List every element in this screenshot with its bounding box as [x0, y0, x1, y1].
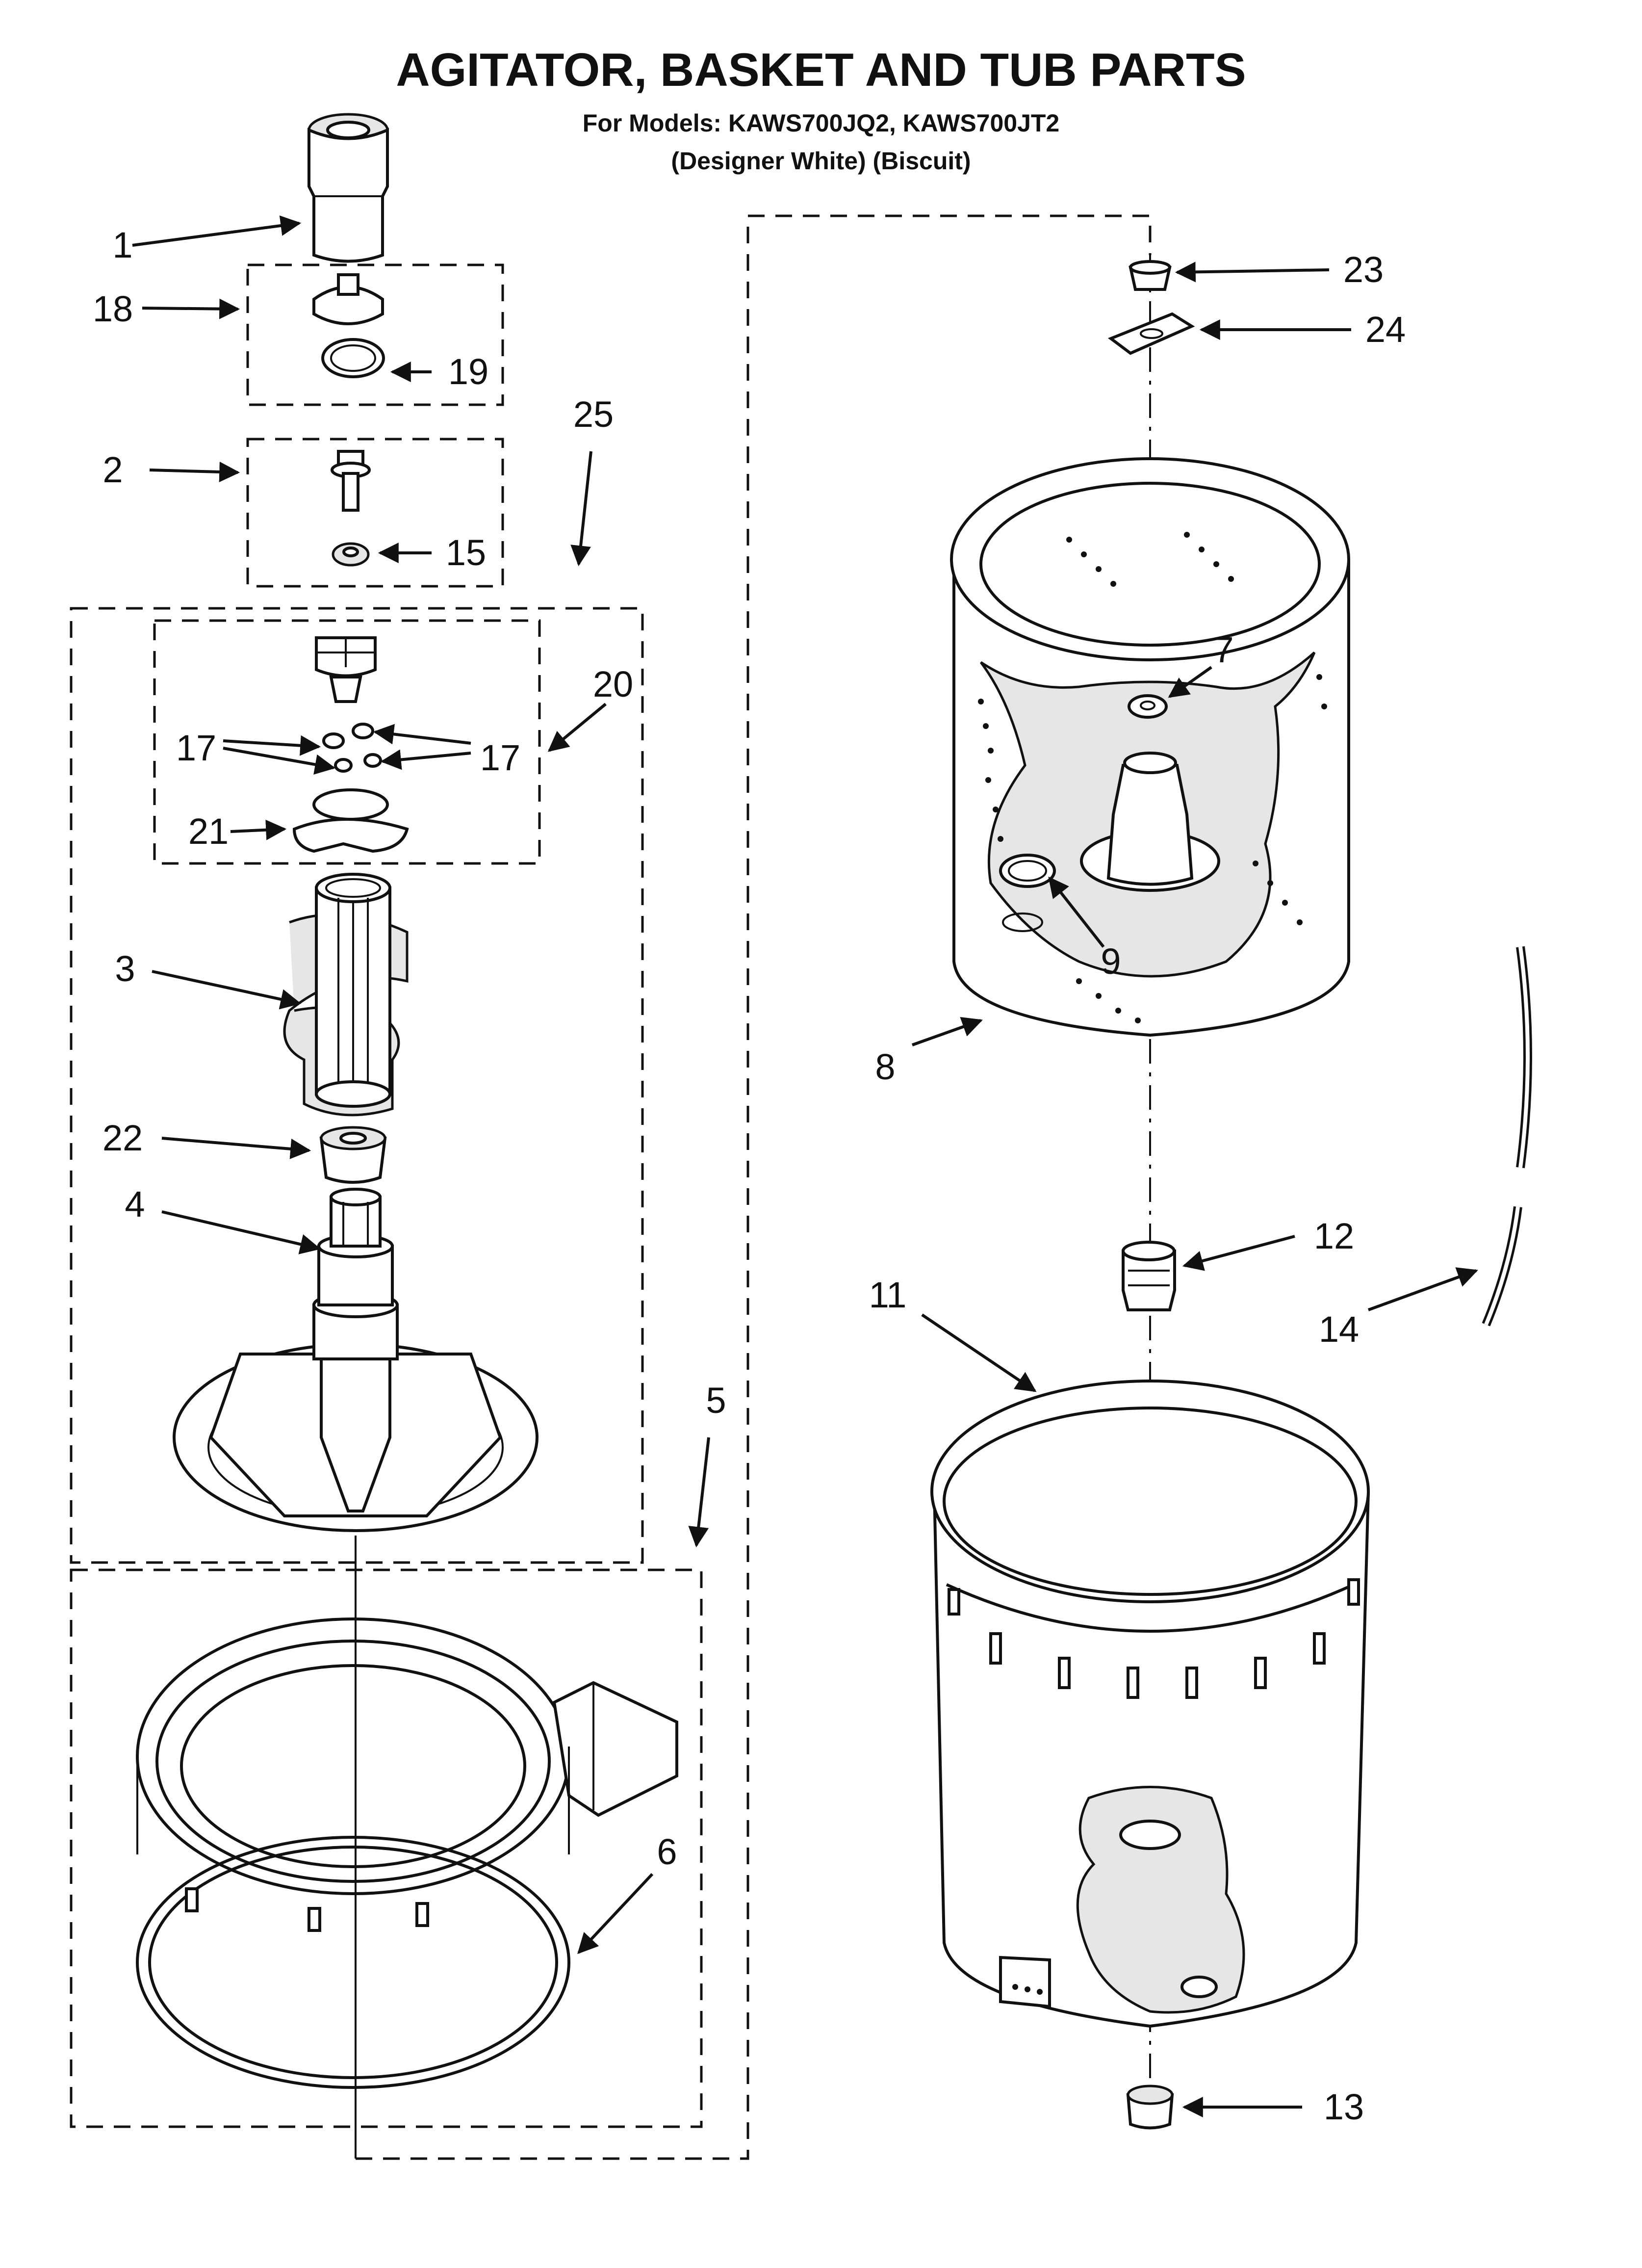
- arrow-5: [688, 1437, 710, 1548]
- part-6-tub-ring: [136, 1836, 570, 2089]
- part-18-seal: [312, 273, 384, 325]
- arrow-7: [1168, 666, 1212, 698]
- callout-13: 13: [1324, 2086, 1364, 2127]
- arrow-4: [161, 1210, 321, 1254]
- arrow-3: [152, 970, 302, 1010]
- arrow-8: [911, 1017, 983, 1046]
- kit-box-25: [70, 607, 644, 1564]
- callout-11: 11: [869, 1275, 907, 1315]
- callout-17a: 17: [176, 728, 216, 768]
- part-11-outer-tub: [930, 1380, 1370, 2028]
- part-13-plug: [1126, 2085, 1174, 2130]
- arrow-18: [142, 298, 240, 319]
- arrow-1: [132, 215, 302, 247]
- arrow-14: [1367, 1267, 1478, 1311]
- arrow-9: [1048, 876, 1105, 948]
- part-23-clip: [1129, 260, 1172, 291]
- callout-7: 7: [1213, 629, 1233, 670]
- part-8-basket: [950, 457, 1350, 1037]
- part-4-agitator-base: [173, 1188, 539, 1532]
- arrow-2: [149, 461, 240, 482]
- callout-19: 19: [448, 351, 488, 392]
- kit-box-20: [153, 619, 541, 865]
- arrow-21: [230, 819, 287, 840]
- callout-3: 3: [115, 948, 135, 989]
- colors-line: (Designer White) (Biscuit): [671, 147, 971, 175]
- part-15-washer: [332, 542, 370, 567]
- part-14-hose: [1482, 946, 1532, 1327]
- arrow-23: [1175, 261, 1330, 283]
- part-2-bolt: [331, 450, 371, 512]
- kit-box-2: [246, 438, 504, 588]
- arrow-20: [547, 703, 607, 752]
- arrow-11: [921, 1313, 1037, 1392]
- part-7-nut: [1128, 694, 1168, 719]
- callout-18: 18: [93, 288, 133, 329]
- part-22-ratchet: [319, 1126, 387, 1184]
- callout-12: 12: [1314, 1216, 1354, 1256]
- callout-24: 24: [1365, 309, 1406, 350]
- arrow-17b: [373, 724, 471, 745]
- kit-box-18: [246, 263, 504, 406]
- part-12-bearing: [1122, 1241, 1176, 1311]
- arrow-6: [577, 1873, 654, 1955]
- callout-5: 5: [706, 1380, 726, 1421]
- callout-22: 22: [103, 1118, 143, 1158]
- assembly-connector: [356, 214, 1152, 2160]
- callout-23: 23: [1343, 249, 1384, 290]
- models-line: For Models: KAWS700JQ2, KAWS700JT2: [583, 109, 1060, 137]
- callout-6: 6: [657, 1831, 677, 1872]
- callout-8: 8: [875, 1046, 895, 1087]
- callout-15: 15: [446, 532, 486, 573]
- arrow-17a: [223, 735, 321, 756]
- part-5-basket-ring: [136, 1617, 678, 1895]
- arrow-17a2: [223, 747, 336, 775]
- part-20-dog-assembly: [315, 636, 382, 773]
- callout-20: 20: [593, 664, 633, 704]
- part-24-bracket: [1107, 312, 1195, 355]
- callout-4: 4: [125, 1184, 145, 1225]
- part-19-o-ring: [321, 338, 385, 378]
- part-1-agitator-cap: [308, 113, 389, 263]
- kit-box-5: [70, 1568, 703, 2128]
- callout-1: 1: [112, 225, 132, 265]
- part-3-auger: [283, 873, 409, 1117]
- callout-25: 25: [573, 394, 614, 435]
- callout-9: 9: [1101, 941, 1121, 982]
- callout-21: 21: [188, 811, 229, 852]
- arrow-12: [1182, 1235, 1295, 1271]
- part-21-cam: [292, 788, 409, 853]
- arrow-17b2: [380, 749, 471, 770]
- page-title: AGITATOR, BASKET AND TUB PARTS: [396, 44, 1246, 96]
- callout-17b: 17: [480, 737, 520, 778]
- callout-2: 2: [103, 449, 123, 490]
- arrow-22: [161, 1137, 311, 1159]
- callout-14: 14: [1319, 1309, 1359, 1350]
- arrow-25: [570, 451, 592, 567]
